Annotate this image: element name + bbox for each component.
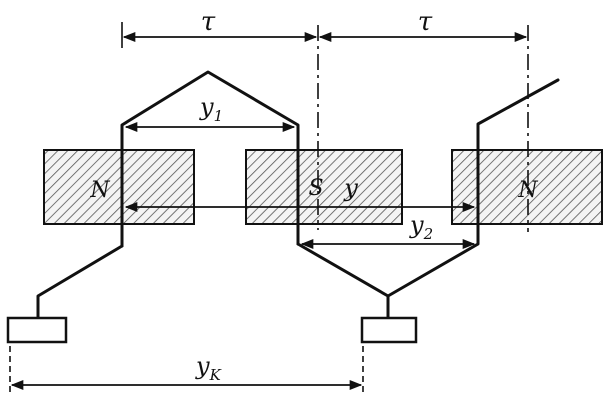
y-label: y	[343, 174, 358, 202]
pole-right-label: N	[517, 178, 538, 203]
pole-left-label: N	[89, 178, 110, 203]
commutator-bar-center	[360, 316, 418, 344]
coil-right-lower	[296, 78, 560, 298]
lead-left	[36, 244, 124, 320]
tau-left-label: τ	[201, 7, 216, 37]
pole-left	[43, 149, 195, 225]
tau-right-label: τ	[418, 7, 433, 37]
coil-left-lower	[120, 70, 300, 248]
y1-label: y1	[199, 93, 223, 125]
yk-label: yK	[195, 352, 222, 384]
pole-center	[245, 149, 403, 225]
y2-label: y2	[409, 211, 433, 243]
commutator-bar-left	[6, 316, 68, 344]
pole-center-label: S	[308, 176, 323, 201]
